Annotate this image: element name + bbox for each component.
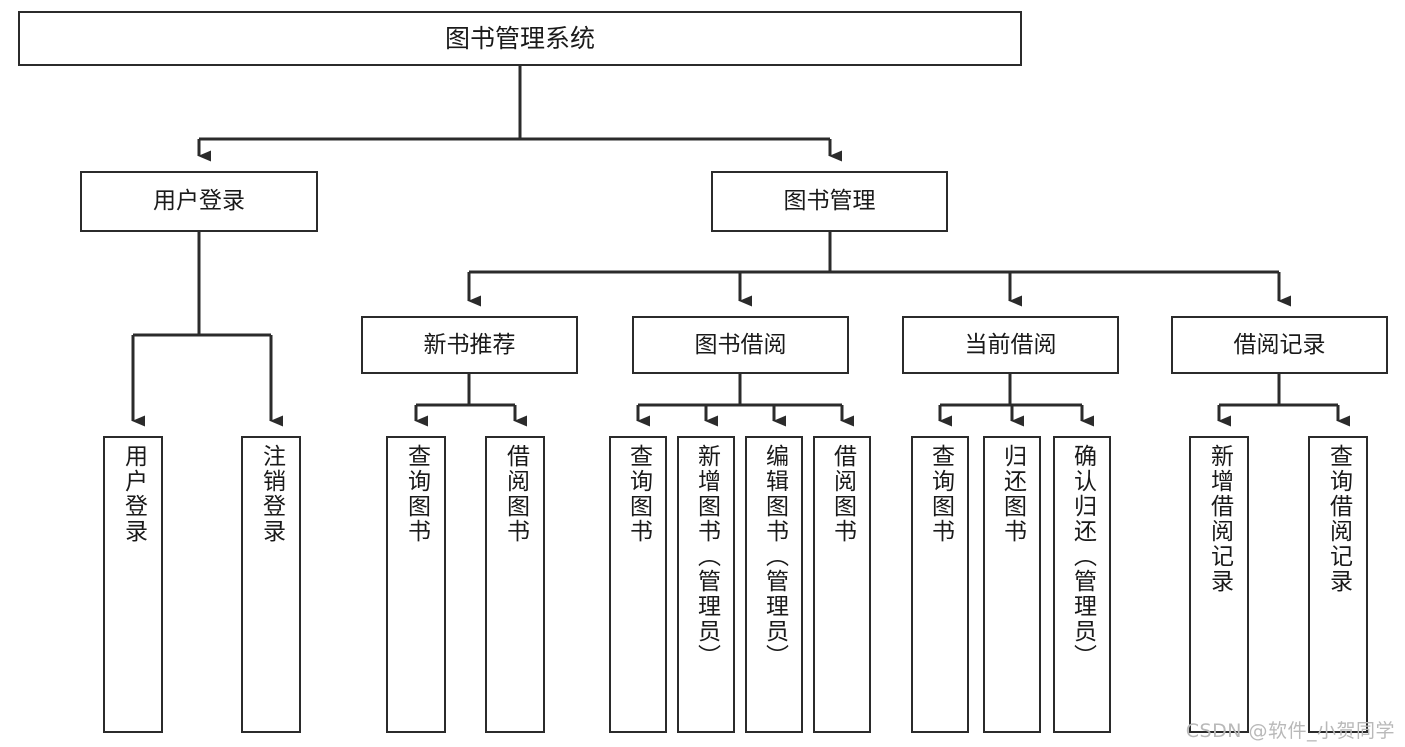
- node-leaf-edit-book-label: 编辑图书（管理员）: [761, 444, 788, 669]
- node-leaf-user-login-label: 用户登录: [120, 444, 147, 544]
- node-leaf-borrow-query-book[interactable]: 查询图书: [609, 436, 667, 733]
- node-leaf-logout[interactable]: 注销登录: [241, 436, 301, 733]
- node-leaf-borrow-book-label: 借阅图书: [829, 444, 856, 544]
- node-branch-book-manage-label: 图书管理: [783, 188, 876, 215]
- node-leaf-user-login[interactable]: 用户登录: [103, 436, 163, 733]
- node-leaf-return-book-label: 归还图书: [999, 444, 1026, 544]
- node-branch-book-manage[interactable]: 图书管理: [711, 171, 948, 232]
- node-leaf-edit-book[interactable]: 编辑图书（管理员）: [745, 436, 803, 733]
- node-leaf-rec-borrow-book-label: 借阅图书: [502, 444, 529, 544]
- node-sub-new-book-rec-label: 新书推荐: [423, 331, 516, 358]
- node-sub-book-borrow-label: 图书借阅: [694, 331, 787, 358]
- node-leaf-rec-query-book[interactable]: 查询图书: [386, 436, 446, 733]
- node-sub-book-borrow[interactable]: 图书借阅: [632, 316, 849, 374]
- node-leaf-borrow-query-book-label: 查询图书: [625, 444, 652, 544]
- node-sub-new-book-rec[interactable]: 新书推荐: [361, 316, 578, 374]
- node-leaf-query-record[interactable]: 查询借阅记录: [1308, 436, 1368, 733]
- node-branch-user-login-label: 用户登录: [153, 188, 245, 215]
- node-leaf-cur-query-book-label: 查询图书: [927, 444, 954, 544]
- node-leaf-add-record[interactable]: 新增借阅记录: [1189, 436, 1249, 733]
- node-root[interactable]: 图书管理系统: [18, 11, 1022, 66]
- node-leaf-rec-query-book-label: 查询图书: [403, 444, 430, 544]
- node-branch-user-login[interactable]: 用户登录: [80, 171, 318, 232]
- node-leaf-confirm-return-label: 确认归还（管理员）: [1069, 444, 1096, 669]
- node-leaf-return-book[interactable]: 归还图书: [983, 436, 1041, 733]
- node-root-label: 图书管理系统: [444, 24, 595, 53]
- node-leaf-add-record-label: 新增借阅记录: [1206, 444, 1233, 594]
- node-leaf-rec-borrow-book[interactable]: 借阅图书: [485, 436, 545, 733]
- node-leaf-query-record-label: 查询借阅记录: [1325, 444, 1352, 594]
- node-sub-current-borrow[interactable]: 当前借阅: [902, 316, 1119, 374]
- node-leaf-borrow-book[interactable]: 借阅图书: [813, 436, 871, 733]
- node-sub-borrow-record-label: 借阅记录: [1233, 331, 1326, 358]
- node-leaf-confirm-return[interactable]: 确认归还（管理员）: [1053, 436, 1111, 733]
- node-leaf-logout-label: 注销登录: [258, 444, 285, 544]
- node-sub-current-borrow-label: 当前借阅: [964, 331, 1057, 358]
- node-leaf-add-book-label: 新增图书（管理员）: [693, 444, 720, 669]
- node-leaf-add-book[interactable]: 新增图书（管理员）: [677, 436, 735, 733]
- node-sub-borrow-record[interactable]: 借阅记录: [1171, 316, 1388, 374]
- node-leaf-cur-query-book[interactable]: 查询图书: [911, 436, 969, 733]
